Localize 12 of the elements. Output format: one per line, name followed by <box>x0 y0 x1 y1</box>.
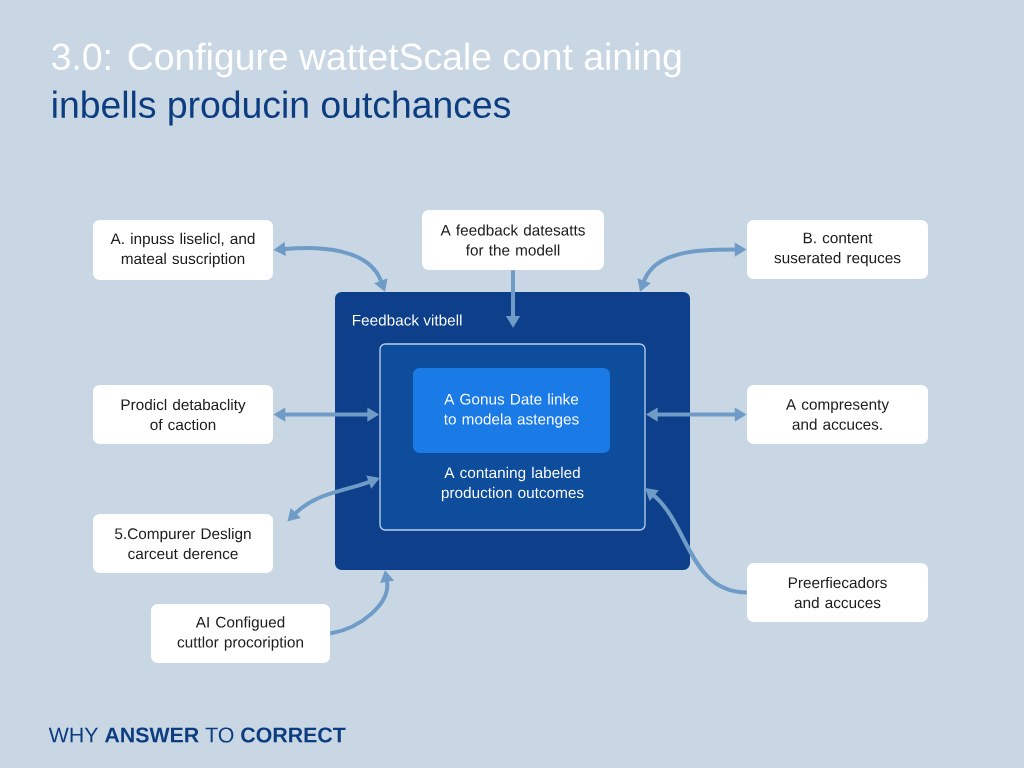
text-card: A compresenty and accuces. <box>747 385 928 444</box>
text-card: 5.Compurer Deslign carceut derence <box>93 514 273 573</box>
text-card: A. inpuss liselicl, and mateal suscription <box>93 220 273 280</box>
arrow <box>645 488 747 595</box>
text-card: Prodicl detabaclity of caction <box>93 385 273 444</box>
text-card: A feedback datesatts for the modell <box>422 210 604 270</box>
text-card: Preerfiecadors and accuces <box>747 563 928 622</box>
subtitle: inbells producin outchances <box>53 90 510 126</box>
text-card: B. content suserated requces <box>747 220 928 279</box>
text-card: AI Configued cuttlor procoription <box>151 604 330 663</box>
data-box: A Gonus Date linke to modela astenges <box>413 368 610 453</box>
footer-text: WHY ANSWER TO CORRECT <box>48 727 346 743</box>
